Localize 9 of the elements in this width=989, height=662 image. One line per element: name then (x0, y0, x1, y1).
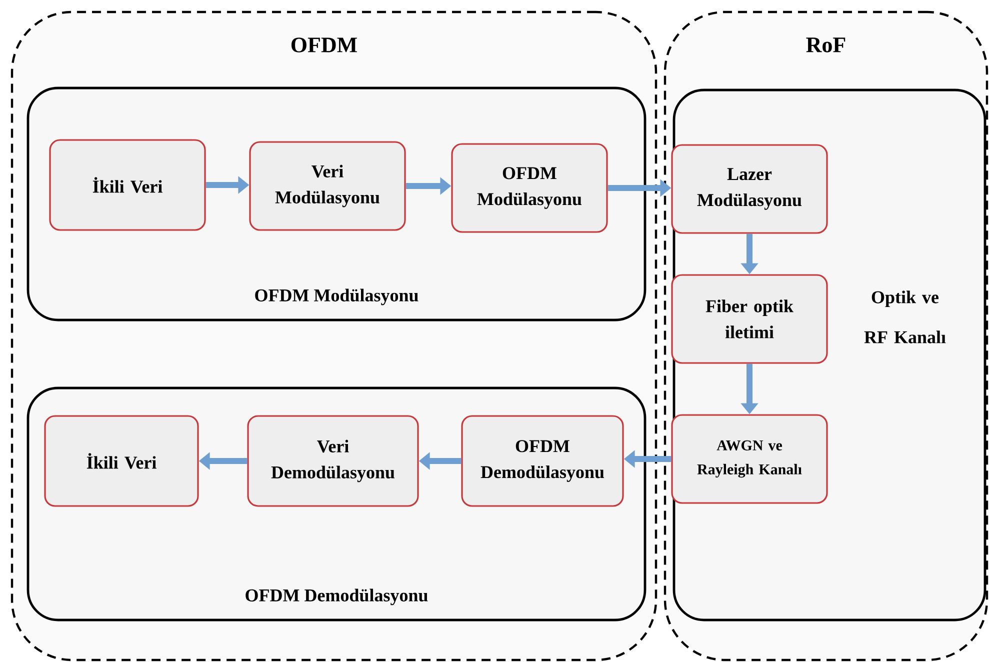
process-box: Fiber optik iletimi (671, 274, 828, 364)
process-box: OFDM Demodülasyonu (461, 415, 624, 507)
process-box: Veri Demodülasyonu (247, 415, 419, 507)
process-box: OFDM Modülasyonu (451, 143, 608, 233)
process-box: İkili Veri (49, 139, 206, 231)
process-box: AWGN ve Rayleigh Kanalı (671, 414, 828, 504)
process-box: İkili Veri (44, 415, 199, 507)
process-box: Veri Modülasyonu (249, 141, 406, 231)
process-box: Lazer Modülasyonu (671, 144, 828, 234)
